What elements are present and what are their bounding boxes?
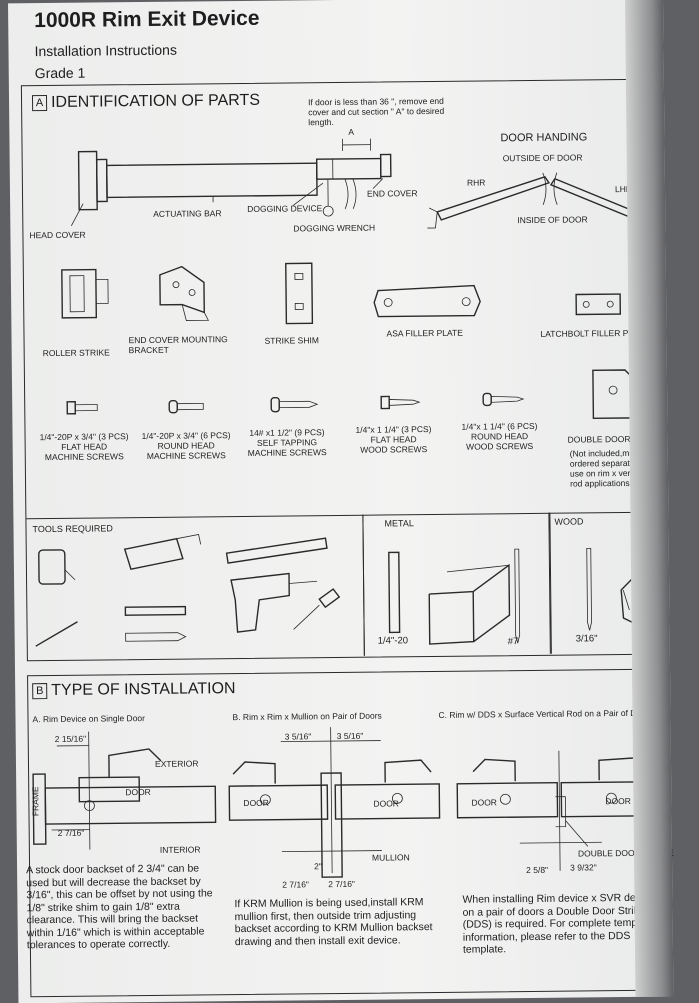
round-head-machine-screw-icon	[169, 400, 203, 412]
drill-bit-icon	[126, 633, 186, 642]
page-grade: Grade 1	[35, 65, 86, 82]
install-a-frame: FRAME	[30, 786, 40, 816]
install-c-heading: C. Rim w/ DDS x Surface Vertical Rod on …	[438, 708, 653, 720]
tap-icon	[125, 607, 185, 616]
screwdriver-icon	[293, 589, 339, 629]
install-c-door-left: DOOR	[471, 797, 497, 807]
install-a-dim2: 2 7/16"	[58, 828, 85, 838]
wood-drill-size-label: 3/16"	[576, 634, 598, 644]
door-handing-diagram	[22, 80, 664, 247]
install-a-interior: INTERIOR	[160, 844, 201, 854]
page-subtitle: Installation Instructions	[34, 42, 177, 59]
install-b-dim-left: 3 5/16"	[285, 731, 312, 741]
install-c-dim-right: 3 9/32"	[570, 862, 597, 872]
install-b-dim-br: 2 7/16"	[328, 879, 355, 889]
tools-required-title: TOOLS REQUIRED	[32, 523, 112, 534]
install-b-dim-bl: 2 7/16"	[282, 879, 309, 889]
end-cover-bracket-label: END COVER MOUNTING BRACKET	[128, 334, 238, 355]
strike-shim-illustration	[282, 259, 323, 329]
asa-filler-plate-illustration	[374, 281, 494, 322]
install-a-dim1: 2 15/16"	[55, 734, 86, 744]
install-c-note: When installing Rim device x SVR device …	[462, 892, 663, 957]
install-b-door-left: DOOR	[243, 798, 269, 808]
instruction-sheet: 1000R Rim Exit Device Installation Instr…	[8, 0, 673, 1003]
metal-illustration	[363, 531, 550, 653]
install-b-dim-right: 3 5/16"	[337, 731, 364, 741]
page-title: 1000R Rim Exit Device	[34, 7, 260, 33]
section-b-letter: B	[32, 683, 47, 699]
end-cover-bracket-illustration	[152, 264, 223, 325]
twist-drill-icon	[35, 622, 77, 646]
roller-strike-label: ROLLER STRIKE	[43, 347, 110, 358]
strike-shim-label: STRIKE SHIM	[265, 335, 319, 346]
metal-title: METAL	[384, 518, 413, 528]
flat-head-machine-screw-icon	[67, 402, 97, 414]
tape-measure-icon	[39, 550, 75, 584]
wood-title: WOOD	[554, 516, 583, 526]
metal-drill-size-label: #7	[508, 637, 519, 647]
tap-size-label: 1/4"-20	[378, 636, 408, 646]
round-head-wood-screw-icon	[483, 393, 523, 405]
install-b-heading: B. Rim x Rim x Mullion on Pair of Doors	[232, 711, 381, 723]
install-b-door-right: DOOR	[373, 798, 399, 808]
flat-head-wood-screw-icon	[381, 396, 419, 408]
tools-illustration	[27, 533, 364, 657]
install-c-dim-left: 2 5/8"	[526, 865, 548, 875]
screw-illustrations	[25, 390, 665, 427]
install-b-dim-mid: 2"	[314, 861, 322, 871]
hacksaw-icon	[125, 534, 201, 569]
install-b-note: If KRM Mullion is being used,install KRM…	[234, 896, 433, 948]
roller-strike-illustration	[58, 265, 119, 326]
level-icon	[226, 538, 327, 563]
install-a-exterior: EXTERIOR	[155, 758, 199, 768]
install-a-note: A stock door backset of 2 3/4" can be us…	[26, 862, 223, 952]
install-a-heading: A. Rim Device on Single Door	[32, 713, 145, 724]
install-b-mullion: MULLION	[372, 852, 410, 862]
install-a-door: DOOR	[125, 787, 151, 797]
self-tapping-screw-icon	[271, 397, 317, 411]
drill-icon	[231, 573, 318, 632]
install-c-door-right: DOOR	[605, 796, 631, 806]
asa-filler-plate-label: ASA FILLER PLATE	[386, 328, 462, 339]
latchbolt-filler-plate-illustration	[572, 290, 632, 321]
